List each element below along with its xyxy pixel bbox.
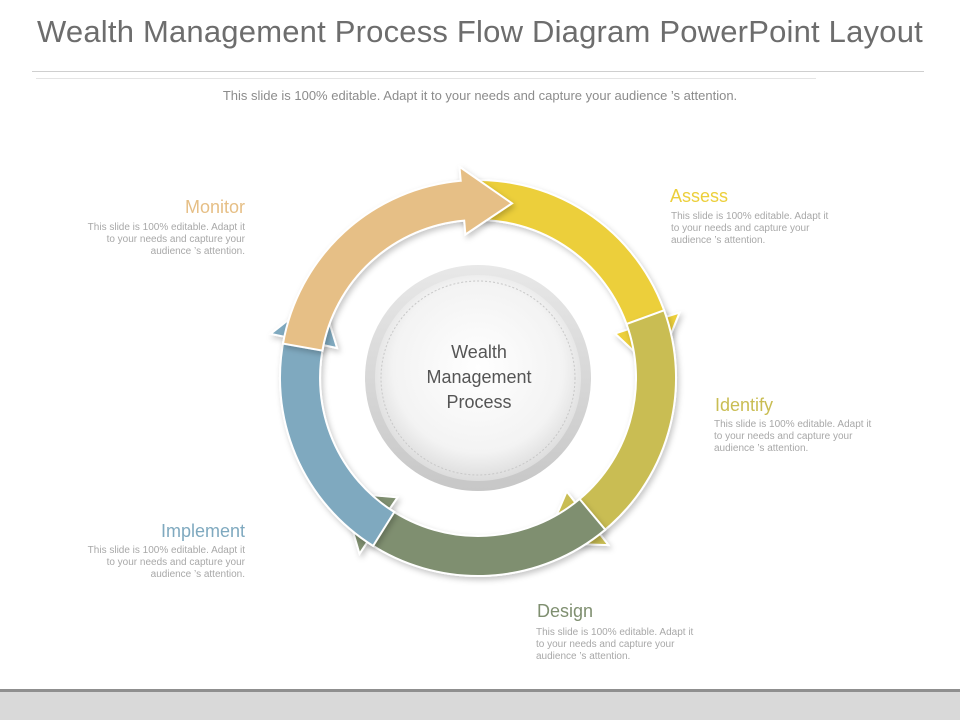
title-divider-secondary [36,78,816,79]
step-desc-line: This slide is 100% editable. Adapt it [87,222,245,233]
step-label-identify: Identify [715,395,774,415]
arrow-identify [543,309,678,547]
step-desc-line: This slide is 100% editable. Adapt it [714,419,872,430]
cycle-arrows [268,164,682,577]
slide-title: Wealth Management Process Flow Diagram P… [37,14,923,49]
center-label-line-1: Wealth [451,342,507,362]
step-desc-line: audience ’s attention. [714,443,809,454]
step-desc-identify: This slide is 100% editable. Adapt it to… [714,419,914,455]
arrow-monitor [281,164,514,352]
step-desc-line: to your needs and capture your [714,431,853,442]
step-label-implement: Implement [160,521,245,541]
step-desc-line: audience ’s attention. [150,569,245,580]
step-desc-line: to your needs and capture your [671,223,810,234]
step-desc-line: This slide is 100% editable. Adapt it [536,627,694,638]
step-desc-design: This slide is 100% editable. Adapt it to… [536,627,736,663]
step-desc-line: audience ’s attention. [671,235,766,246]
footer-divider [0,689,960,692]
step-desc-line: to your needs and capture your [106,557,245,568]
step-desc-monitor: This slide is 100% editable. Adapt it to… [45,222,245,258]
center-label: Wealth Management Process [398,340,560,415]
footer-bar [0,692,960,720]
step-desc-line: audience ’s attention. [536,651,631,662]
step-label-design: Design [537,601,594,621]
center-label-line-2: Management [426,367,532,387]
step-desc-line: to your needs and capture your [106,234,245,245]
center-circle [365,265,591,491]
step-desc-line: audience ’s attention. [150,246,245,257]
step-desc-implement: This slide is 100% editable. Adapt it to… [45,545,245,581]
center-label-line-3: Process [446,392,512,412]
step-desc-assess: This slide is 100% editable. Adapt it to… [671,211,871,247]
step-desc-line: This slide is 100% editable. Adapt it [87,545,245,556]
step-desc-line: This slide is 100% editable. Adapt it [671,211,829,222]
title-divider [32,71,924,72]
step-label-assess: Assess [670,186,729,206]
slide-subtitle: This slide is 100% editable. Adapt it to… [222,88,738,103]
step-label-monitor: Monitor [184,197,245,217]
step-desc-line: to your needs and capture your [536,639,675,650]
